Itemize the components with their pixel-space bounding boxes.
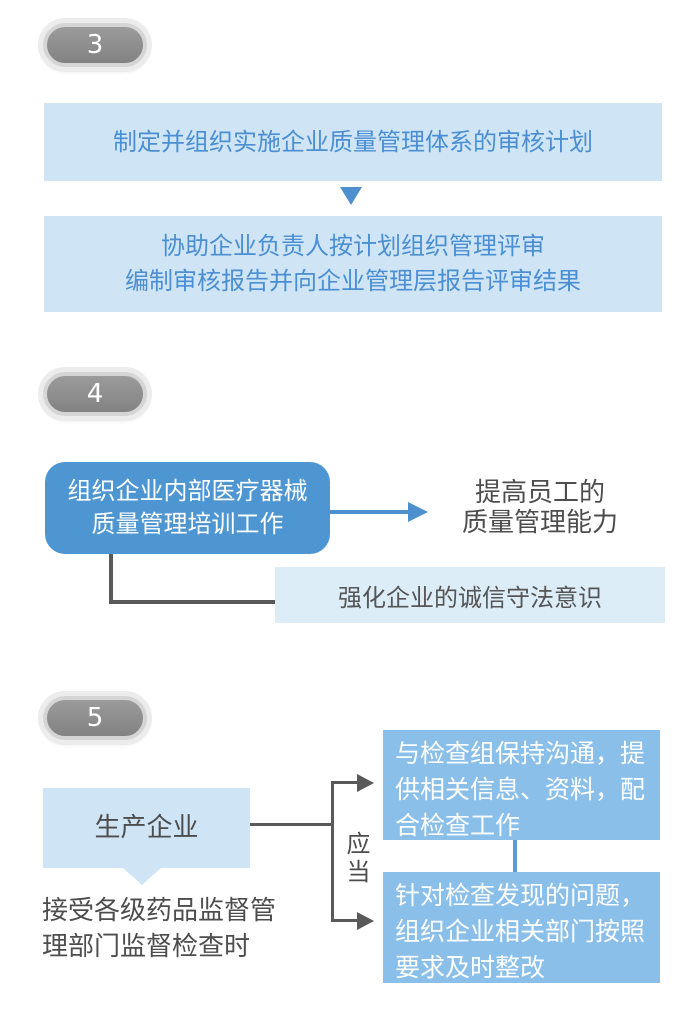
- inspection-condition-text: 接受各级药品监督管 理部门监督检查时: [42, 893, 342, 965]
- inspection-condition-line2: 理部门监督检查时: [42, 932, 251, 962]
- subject-connector: [250, 823, 333, 826]
- bracket-bottom-arm: [331, 919, 359, 922]
- modal-text: 应当: [342, 831, 370, 887]
- duty-connector: [513, 840, 517, 872]
- step-badge-3: 3: [43, 23, 147, 67]
- elbow-connector-vertical: [109, 554, 113, 604]
- inspection-condition-line1: 接受各级药品监督管: [42, 896, 277, 926]
- callout-tail-icon: [123, 868, 161, 885]
- duty-rectify-box: 针对检查发现的问题， 组织企业相关部门按照 要求及时整改: [383, 872, 660, 983]
- right-arrow-shaft: [330, 510, 410, 514]
- training-box: 组织企业内部医疗器械 质量管理培训工作: [45, 462, 330, 554]
- audit-plan-text: 制定并组织实施企业质量管理体系的审核计划: [113, 127, 593, 156]
- step-badge-5-number: 5: [86, 703, 104, 733]
- bracket-top-arrow-icon: [357, 774, 374, 792]
- step-badge-5: 5: [43, 696, 147, 740]
- integrity-text: 强化企业的诚信守法意识: [338, 583, 602, 612]
- training-line2: 质量管理培训工作: [91, 510, 284, 538]
- duty-rectify-line2: 组织企业相关部门按照: [395, 917, 646, 946]
- elbow-connector-horizontal: [109, 600, 277, 604]
- bracket-top-arm: [331, 781, 359, 784]
- audit-plan-box: 制定并组织实施企业质量管理体系的审核计划: [44, 103, 662, 181]
- manufacturer-box: 生产企业: [43, 788, 250, 868]
- duty-rectify-line1: 针对检查发现的问题，: [395, 881, 646, 910]
- duty-cooperate-line3: 合检查工作: [395, 811, 521, 840]
- bracket-bottom-arrow-icon: [357, 912, 374, 930]
- integrity-box: 强化企业的诚信守法意识: [275, 567, 665, 623]
- management-review-line2: 编制审核报告并向企业管理层报告评审结果: [125, 267, 581, 295]
- management-review-line1: 协助企业负责人按计划组织管理评审: [161, 232, 545, 260]
- step-badge-4-number: 4: [86, 379, 104, 409]
- outcome-employee-line1: 提高员工的: [474, 478, 605, 508]
- duty-cooperate-box: 与检查组保持沟通，提 供相关信息、资料，配 合检查工作: [383, 730, 660, 840]
- step-badge-4: 4: [43, 372, 147, 416]
- outcome-employee-text: 提高员工的 质量管理能力: [440, 478, 640, 538]
- duty-cooperate-line1: 与检查组保持沟通，提: [395, 739, 646, 768]
- manufacturer-text: 生产企业: [94, 812, 199, 843]
- step-badge-3-number: 3: [86, 30, 104, 60]
- bracket-vertical-line: [331, 781, 334, 922]
- duty-rectify-line3: 要求及时整改: [395, 953, 546, 982]
- outcome-employee-line2: 质量管理能力: [461, 508, 618, 538]
- duty-cooperate-line2: 供相关信息、资料，配: [395, 775, 646, 804]
- down-arrow-icon: [340, 187, 362, 205]
- training-line1: 组织企业内部医疗器械: [67, 477, 308, 505]
- right-arrow-icon: [408, 502, 428, 522]
- management-review-box: 协助企业负责人按计划组织管理评审 编制审核报告并向企业管理层报告评审结果: [44, 216, 662, 312]
